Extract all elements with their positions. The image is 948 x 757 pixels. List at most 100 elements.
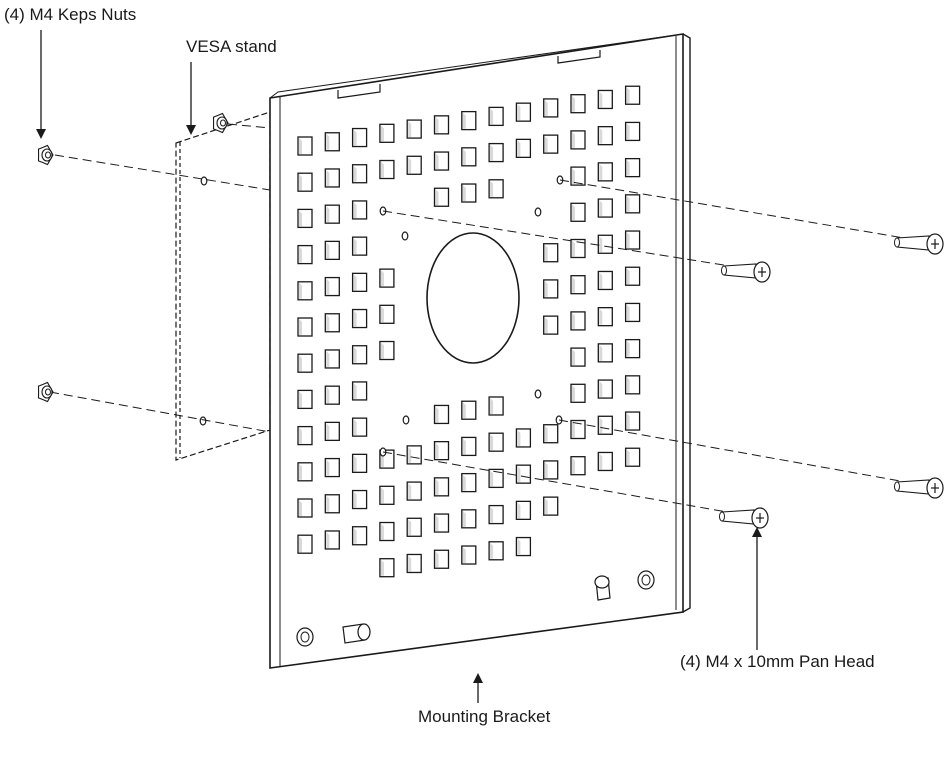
square-hole [351,164,368,184]
square-hole [515,428,532,448]
square-hole [570,347,586,367]
square-hole [433,115,450,135]
square-hole [433,187,450,207]
square-hole [543,243,559,263]
square-hole [406,553,422,574]
square-hole [324,457,340,478]
square-hole [597,234,613,254]
pan-head-screw-icon [721,261,771,283]
square-hole [597,379,613,399]
square-hole [433,440,450,461]
square-hole [597,198,613,218]
pan-head-screws [719,233,944,529]
square-hole [461,147,477,167]
square-hole [543,98,559,118]
vesa-stand-plate [175,111,271,461]
square-hole [324,421,340,442]
square-hole [379,304,395,324]
square-hole [488,432,504,452]
bottom-left-ring [296,627,314,647]
square-hole [570,456,586,476]
square-hole [570,94,586,114]
square-hole [488,179,504,199]
pan-head-label: (4) M4 x 10mm Pan Head [680,652,875,671]
square-hole [379,340,395,361]
square-hole [379,123,395,143]
square-hole [543,424,559,444]
bottom-right-pin [594,575,611,601]
square-hole [624,302,641,323]
square-hole [624,157,641,178]
square-hole [461,183,477,203]
square-hole [379,521,395,542]
square-hole [624,447,641,467]
square-hole [297,534,313,554]
square-hole [515,464,532,484]
square-hole [324,494,340,514]
square-hole [324,313,340,333]
square-hole [351,489,368,510]
square-hole [515,536,532,557]
square-hole [515,500,532,521]
square-hole [297,281,313,301]
square-hole [297,172,313,192]
square-hole [624,411,641,431]
square-hole [433,513,450,533]
square-hole [543,460,559,480]
square-hole [351,381,368,401]
square-hole [433,549,450,569]
square-hole [406,517,422,537]
square-hole [324,240,340,261]
square-hole [597,270,613,291]
square-hole [570,202,586,222]
mounting-hole [534,207,542,217]
square-hole [297,462,313,482]
mounting-hole [199,416,207,426]
square-hole [543,279,559,299]
square-hole [433,151,450,171]
square-hole [543,134,559,154]
square-hole [488,541,504,561]
pan-head-screw-icon [894,477,944,499]
square-hole [597,162,613,182]
square-hole [297,317,313,337]
square-hole [297,353,313,373]
mounting-bracket-label: Mounting Bracket [418,707,551,726]
square-hole-grid [297,85,641,578]
square-hole [624,194,641,214]
square-hole [597,89,613,110]
bottom-left-pin [342,623,371,644]
square-hole [379,268,395,288]
square-hole [488,504,504,525]
square-hole [515,138,532,159]
square-hole [461,400,477,420]
square-hole [488,468,504,489]
square-hole [297,425,313,446]
square-hole [461,509,477,529]
square-hole [624,266,641,286]
square-hole [488,106,504,127]
square-hole [624,85,641,105]
square-hole [570,419,586,440]
square-hole [433,477,450,497]
square-hole [624,375,641,395]
square-hole [461,472,477,493]
square-hole [297,389,313,410]
square-hole [351,308,368,329]
square-hole [597,451,613,472]
square-hole [297,136,313,156]
mounting-hole [534,389,542,399]
square-hole [379,485,395,505]
mounting-bracket [199,33,691,669]
square-hole [624,338,641,359]
square-hole [543,496,559,516]
square-hole [406,481,422,501]
keps-nuts-label: (4) M4 Keps Nuts [4,5,137,24]
keps-nut-icon [212,112,229,134]
square-hole [406,119,422,139]
mounting-hole [401,231,409,241]
square-hole [597,307,613,327]
pan-head-screw-icon [719,507,769,529]
square-hole [351,200,368,220]
